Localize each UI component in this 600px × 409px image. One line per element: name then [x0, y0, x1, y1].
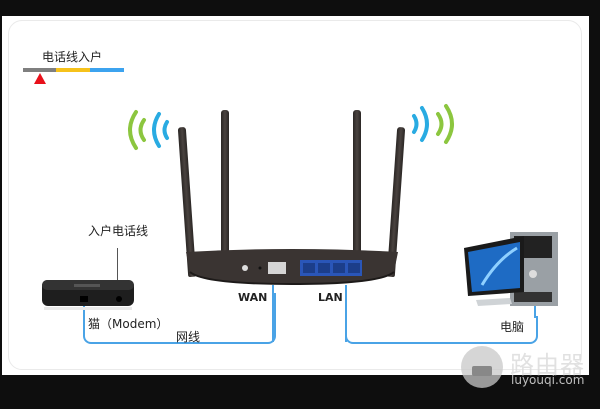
antenna-3 — [353, 110, 361, 270]
modem-label: 猫（Modem） — [88, 317, 169, 331]
legend-bar-blue — [90, 68, 124, 72]
legend-bar-gray — [23, 68, 56, 72]
legend-bar-yellow — [56, 68, 90, 72]
wifi-signal-right-icon — [412, 104, 454, 144]
phone-line-legend-label: 电话线入户 — [42, 50, 103, 64]
modem-router-cable — [83, 293, 276, 344]
router-pc-cable — [345, 316, 538, 344]
cable-label: 网线 — [176, 330, 201, 344]
computer-label: 电脑 — [500, 320, 525, 334]
lan-label: LAN — [318, 291, 343, 304]
wan-cable-vertical — [272, 285, 274, 342]
diagram-panel — [2, 16, 589, 375]
red-marker-icon — [34, 73, 46, 84]
modem-device — [42, 280, 134, 310]
wan-label: WAN — [238, 291, 268, 304]
router-body — [186, 249, 398, 286]
lan-cable-vertical — [345, 285, 347, 342]
phone-line-label: 入户电话线 — [88, 224, 149, 238]
pc-cable-vertical — [534, 303, 536, 318]
computer-icon — [464, 232, 558, 306]
wifi-signal-left-icon — [128, 110, 169, 150]
antenna-2 — [221, 110, 229, 270]
phone-line-pointer — [117, 248, 118, 288]
watermark-logo-icon — [461, 346, 503, 388]
diagram-frame — [8, 20, 582, 370]
watermark-url: luyouqi.com — [511, 373, 585, 387]
watermark-title: 路由器 — [510, 351, 585, 379]
